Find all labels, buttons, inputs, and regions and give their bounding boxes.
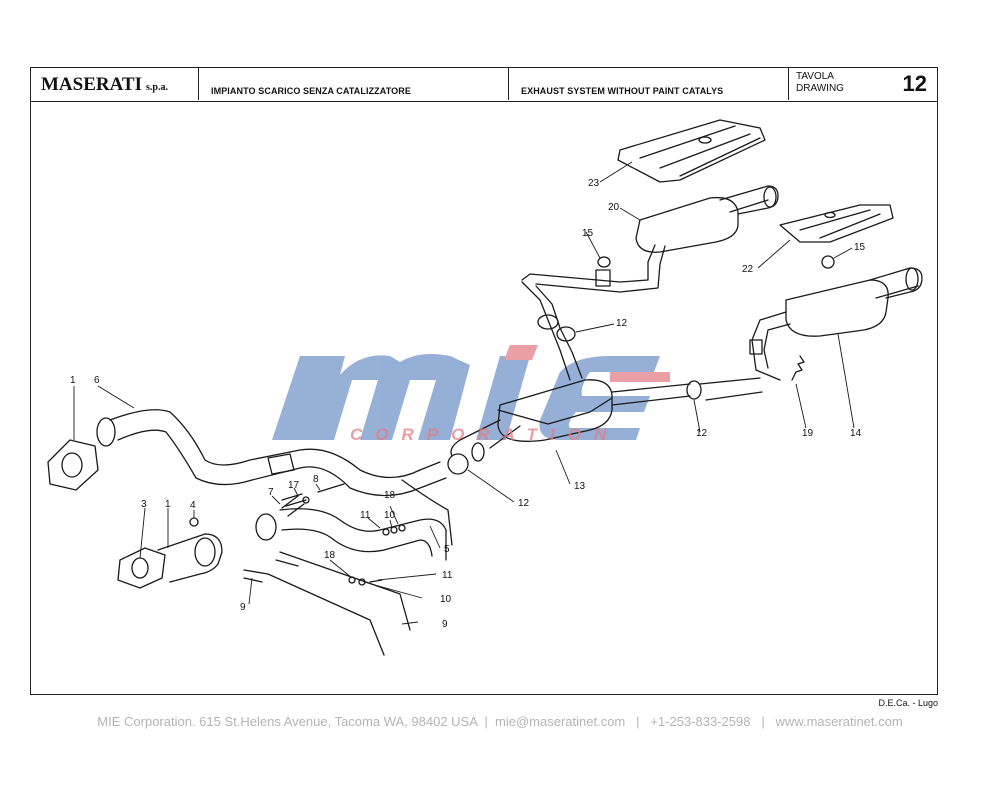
leader-lines (73, 161, 855, 625)
part-22-heat-shield (779, 204, 894, 243)
brand-name: MASERATI (41, 74, 142, 95)
footer-separator: | (761, 714, 765, 729)
callout-1: 1 (165, 499, 171, 510)
callout-13: 13 (574, 481, 586, 492)
part-12-clamp-1 (556, 326, 576, 342)
callout-11b: 11 (442, 570, 453, 581)
part-12-clamp-2 (447, 453, 469, 475)
part-10-11-18-fasteners (348, 524, 406, 586)
table-number-cell: TAVOLA DRAWING 12 (789, 68, 939, 100)
part-7-17-8-fasteners (281, 483, 345, 507)
callout-19: 19 (802, 428, 814, 439)
callout-17: 17 (288, 480, 300, 491)
watermark-subtitle: CORPORATION (350, 425, 620, 444)
part-20-muffler (521, 185, 779, 293)
table-label-english: DRAWING (796, 83, 844, 94)
part-15-hanger (597, 256, 611, 268)
footer-website[interactable]: www.maseratinet.com (775, 714, 903, 729)
footer-separator: | (484, 714, 488, 729)
callout-22: 22 (742, 264, 754, 275)
part-5-y-pipe (255, 479, 453, 561)
callout-2: 1 (70, 375, 76, 386)
part-13-center-muffler (450, 379, 691, 462)
callout-5: 5 (444, 544, 450, 555)
callout-12b: 12 (518, 498, 530, 509)
table-number: 12 (902, 71, 927, 96)
title-italian: IMPIANTO SCARICO SENZA CATALIZZATORE (211, 86, 411, 96)
title-english: EXHAUST SYSTEM WITHOUT PAINT CATALYS (521, 86, 724, 96)
callout-23: 23 (588, 178, 600, 189)
footer-address: MIE Corporation. 615 St.Helens Avenue, T… (97, 714, 478, 729)
callout-14: 14 (850, 428, 862, 439)
part-4-nut (189, 517, 199, 527)
part-14-rear-muffler (686, 267, 923, 401)
footer-email[interactable]: mie@maseratinet.com (495, 714, 626, 729)
part-19-spring (791, 355, 805, 381)
callout-10a: 10 (384, 510, 396, 521)
part-23-heat-shield (617, 119, 766, 183)
footer: MIE Corporation. 615 St.Helens Avenue, T… (0, 714, 1000, 729)
callout-8: 8 (313, 474, 319, 485)
drawing-author: D.E.Ca. - Lugo (878, 698, 938, 708)
title-english-cell: EXHAUST SYSTEM WITHOUT PAINT CATALYS (509, 68, 789, 100)
callout-9b: 9 (442, 619, 448, 630)
callout-10b: 10 (440, 594, 452, 605)
title-italian-cell: IMPIANTO SCARICO SENZA CATALIZZATORE (199, 68, 509, 100)
footer-phone[interactable]: +1-253-833-2598 (650, 714, 751, 729)
callout-18b: 18 (324, 550, 336, 561)
drawing-sheet: MASERATI s.p.a. IMPIANTO SCARICO SENZA CA… (30, 67, 938, 695)
callout-6: 6 (94, 375, 100, 386)
callout-7: 7 (268, 487, 274, 498)
part-1-3-manifold-flange (117, 533, 223, 589)
callout-18a: 18 (384, 490, 396, 501)
part-2-flange (47, 439, 99, 491)
callout-20: 20 (608, 202, 620, 213)
callout-12c: 12 (696, 428, 708, 439)
callout-9a: 9 (240, 602, 246, 613)
callout-12a: 12 (616, 318, 628, 329)
part-9-bracket (243, 551, 411, 656)
callout-11a: 11 (360, 510, 371, 521)
footer-separator: | (636, 714, 640, 729)
brand-suffix: s.p.a. (146, 82, 168, 93)
brand-cell: MASERATI s.p.a. (31, 68, 199, 100)
callout-3: 3 (141, 499, 147, 510)
part-6-downpipe (96, 409, 447, 497)
callout-15b: 15 (854, 242, 866, 253)
callout-4: 4 (190, 500, 196, 511)
part-15-hanger-2 (821, 255, 835, 269)
callout-15a: 15 (582, 228, 594, 239)
title-block: MASERATI s.p.a. IMPIANTO SCARICO SENZA CA… (31, 68, 937, 102)
table-label-italian: TAVOLA (796, 71, 834, 82)
